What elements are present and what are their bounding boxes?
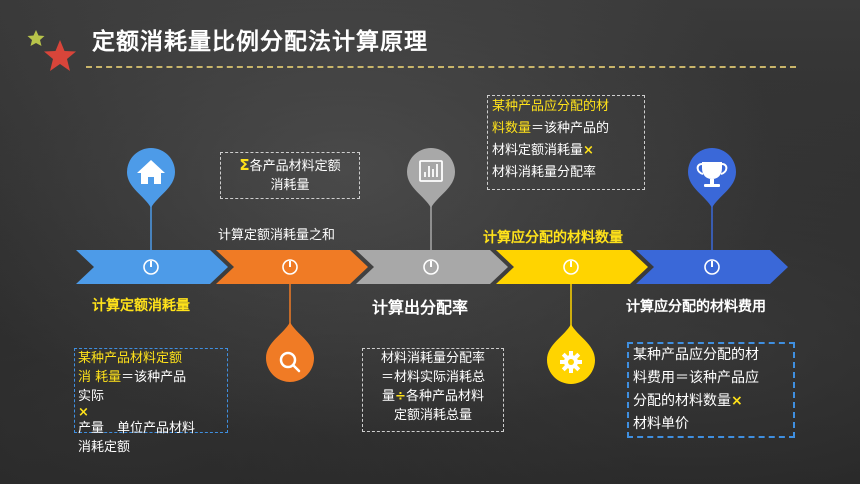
quota-line-2b: ＝该种产品	[121, 370, 187, 385]
marker-3	[423, 259, 439, 275]
page-title: 定额消耗量比例分配法计算原理	[92, 29, 428, 55]
quantity-line-1: 某种产品应分配的材	[492, 99, 610, 114]
chevron-2	[216, 250, 368, 284]
cost-formula-box: 某种产品应分配的材 料费用＝该种产品应 分配的材料数量× 材料单价	[627, 342, 795, 438]
quota-line-4: 产量 单位产品材料	[78, 421, 196, 436]
home-icon	[137, 160, 165, 184]
quantity-line-4: 材料消耗量分配率	[492, 165, 597, 180]
marker-1	[143, 259, 159, 275]
stage-label-5: 计算应分配的材料费用	[626, 299, 766, 315]
multiply-symbol: ×	[583, 143, 594, 158]
multiply-symbol: ×	[78, 405, 89, 420]
stage-label-1: 计算定额消耗量	[92, 298, 190, 314]
rate-line-4: 定额消耗总量	[393, 408, 472, 423]
quota-line-2a: 消 耗量	[78, 370, 122, 385]
rate-line-1: 材料消耗量分配率	[380, 351, 485, 366]
gear-icon	[560, 351, 582, 373]
quota-formula-box: 某种产品材料定额 消 耗量＝该种产品 实际 × 产量 单位产品材料 消耗定额	[74, 348, 228, 455]
pin-3	[407, 148, 455, 208]
quantity-line-2b: ＝该种产品的	[531, 121, 610, 136]
cost-line-4: 材料单价	[633, 416, 689, 432]
quota-line-3: 实际	[78, 389, 105, 404]
stage-label-3: 计算出分配率	[372, 298, 469, 317]
marker-4	[563, 259, 579, 275]
quota-line-5: 消耗定额	[78, 440, 131, 455]
quantity-line-2a: 料数量	[492, 121, 532, 136]
rate-line-3b: 各种产品材料	[405, 389, 484, 404]
chart-icon	[419, 160, 443, 182]
marker-5	[704, 259, 720, 275]
trophy-icon	[696, 162, 728, 187]
sum-line-1: 各产品材料定额	[249, 159, 341, 174]
quantity-formula-box: 某种产品应分配的材 料数量＝该种产品的 材料定额消耗量× 材料消耗量分配率	[487, 95, 645, 190]
cost-line-3: 分配的材料数量	[633, 393, 731, 409]
search-icon	[279, 351, 301, 373]
rate-line-2: ＝材料实际消耗总	[380, 370, 485, 385]
title-divider	[86, 66, 796, 68]
divide-symbol: ÷	[395, 389, 406, 404]
rate-line-3a: 量	[382, 389, 396, 404]
marker-2	[282, 259, 298, 275]
stage-label-4: 计算应分配的材料数量	[483, 230, 623, 246]
multiply-symbol: ×	[731, 393, 743, 409]
quota-line-1: 某种产品材料定额	[78, 351, 183, 366]
stage-label-2: 计算定额消耗量之和	[218, 228, 336, 243]
sigma-symbol: Σ	[239, 156, 250, 174]
star-icon	[27, 30, 76, 71]
pin-1	[127, 148, 175, 208]
quantity-line-3: 材料定额消耗量	[492, 143, 584, 158]
sum-line-2: 消耗量	[270, 178, 310, 193]
cost-line-2: 料费用＝该种产品应	[633, 370, 759, 386]
rate-formula-box: 材料消耗量分配率 ＝材料实际消耗总 量÷各种产品材料 定额消耗总量	[362, 348, 504, 432]
cost-line-1: 某种产品应分配的材	[633, 347, 759, 363]
sum-formula-box: Σ各产品材料定额 消耗量	[220, 152, 360, 199]
